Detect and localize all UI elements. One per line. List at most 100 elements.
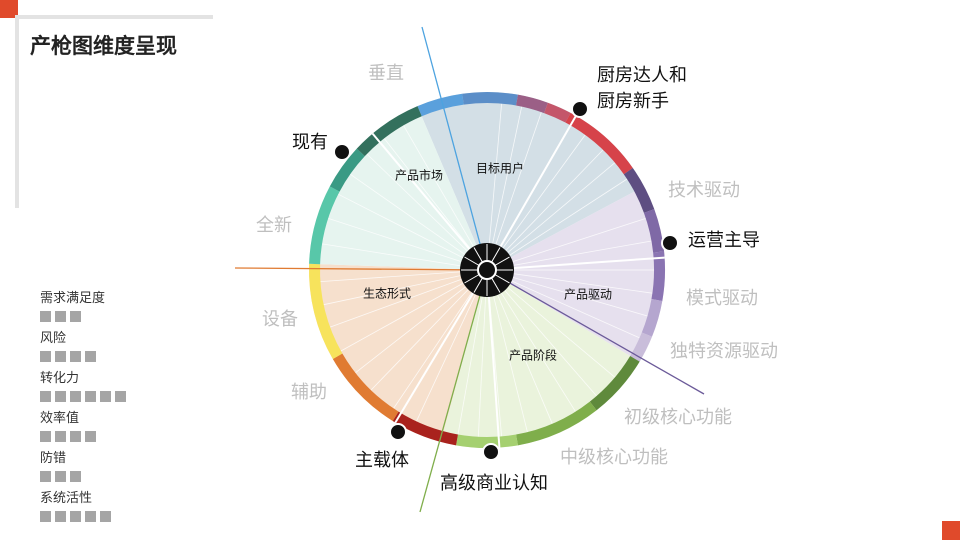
metric-level-square (70, 391, 81, 402)
divider-line (486, 269, 597, 397)
rim-segment (462, 92, 518, 106)
option-label: 初级核心功能 (624, 407, 732, 428)
option-label: 运营主导 (688, 230, 760, 251)
metric-item: 风险 (40, 331, 96, 362)
divider-line (486, 103, 502, 271)
option-label-line: 初级核心功能 (624, 407, 732, 428)
divider-line (486, 269, 653, 294)
divider-line (486, 111, 542, 271)
pointer-line (394, 269, 488, 424)
metric-level-square (85, 391, 96, 402)
metric-label: 转化力 (40, 371, 80, 386)
divider-line (486, 162, 616, 271)
pointer-line (486, 115, 577, 271)
metric-level-square (55, 431, 66, 442)
divider-line (355, 269, 488, 374)
rim-segment (515, 94, 548, 114)
divider-line (320, 269, 488, 282)
divider-line (393, 269, 488, 409)
sector-label: 生态形式 (363, 287, 411, 301)
metric-level-square (55, 351, 66, 362)
rim-segment (515, 401, 597, 446)
metric-level-square (40, 511, 51, 522)
option-label-line: 主载体 (355, 450, 409, 471)
metric-level-square (70, 431, 81, 442)
rim-segment (641, 298, 663, 337)
sector-5 (309, 106, 487, 270)
axis-line-green (419, 269, 488, 513)
title-frame-top (15, 15, 213, 19)
rim-segment (456, 434, 518, 449)
rim-segment (309, 263, 343, 360)
metric-label: 风险 (40, 331, 67, 346)
option-marker (482, 443, 500, 461)
option-label-line: 独特资源驱动 (670, 341, 778, 362)
metric-level-bar (40, 471, 81, 482)
divider-line (486, 134, 586, 271)
option-label: 技术驱动 (668, 180, 740, 201)
divider-line (370, 269, 488, 391)
rim-segment (651, 251, 666, 301)
option-label: 设备 (262, 309, 298, 330)
sector-label: 产品驱动 (564, 288, 612, 302)
divider-line (486, 218, 646, 271)
sector-label: 目标用户 (476, 161, 524, 176)
metric-level-square (40, 431, 51, 442)
option-label-line: 厨房达人和 (597, 65, 687, 86)
divider-line (486, 178, 628, 271)
option-label: 辅助 (291, 382, 327, 403)
divider-line (338, 193, 488, 271)
metric-level-square (85, 431, 96, 442)
option-label: 厨房达人和厨房新手 (597, 65, 687, 112)
divider-line (486, 106, 523, 271)
option-label-line: 模式驱动 (686, 288, 758, 309)
option-label: 现有 (292, 132, 328, 153)
metric-item: 需求满足度 (40, 291, 105, 322)
metric-level-square (40, 351, 51, 362)
divider-line (349, 173, 488, 271)
rim-segment (332, 353, 399, 421)
metric-item: 防错 (40, 451, 81, 482)
option-label-line: 运营主导 (688, 230, 760, 251)
axis-line-blue (421, 26, 488, 271)
metric-level-square (70, 311, 81, 322)
corner-accent-bottom (942, 521, 960, 540)
metric-item: 效率值 (40, 411, 96, 442)
metric-level-square (70, 471, 81, 482)
metric-level-square (55, 511, 66, 522)
divider-line (323, 269, 488, 306)
metric-level-bar (40, 351, 96, 362)
hub-center (477, 260, 497, 280)
axis-line-orange (234, 267, 488, 271)
pointer-line (371, 132, 488, 271)
divider-line (416, 269, 488, 422)
divider-line (486, 269, 616, 378)
rim-segment (623, 167, 655, 213)
option-label-line: 技术驱动 (668, 180, 740, 201)
divider-line (329, 269, 488, 328)
metric-item: 系统活性 (40, 491, 111, 522)
metric-level-square (40, 391, 51, 402)
divider-line (486, 269, 640, 339)
sector-2 (487, 186, 666, 362)
option-marker (389, 423, 407, 441)
metric-level-square (100, 511, 111, 522)
rim-segment (544, 102, 571, 123)
divider-line (366, 153, 488, 271)
rim-segment (417, 93, 464, 117)
pointer-line (486, 269, 501, 448)
option-label: 全新 (256, 215, 292, 236)
metric-level-bar (40, 511, 111, 522)
option-label: 主载体 (355, 450, 409, 471)
option-label-line: 垂直 (368, 63, 404, 84)
metric-level-bar (40, 311, 105, 322)
metric-level-bar (40, 391, 126, 402)
metric-level-bar (40, 431, 96, 442)
option-label-line: 现有 (292, 132, 328, 153)
metric-level-square (85, 351, 96, 362)
rim-segment (392, 411, 459, 446)
option-label-line: 全新 (256, 215, 292, 236)
metric-label: 防错 (40, 451, 67, 466)
sector-4 (308, 263, 487, 442)
option-label-line: 中级核心功能 (560, 447, 668, 468)
